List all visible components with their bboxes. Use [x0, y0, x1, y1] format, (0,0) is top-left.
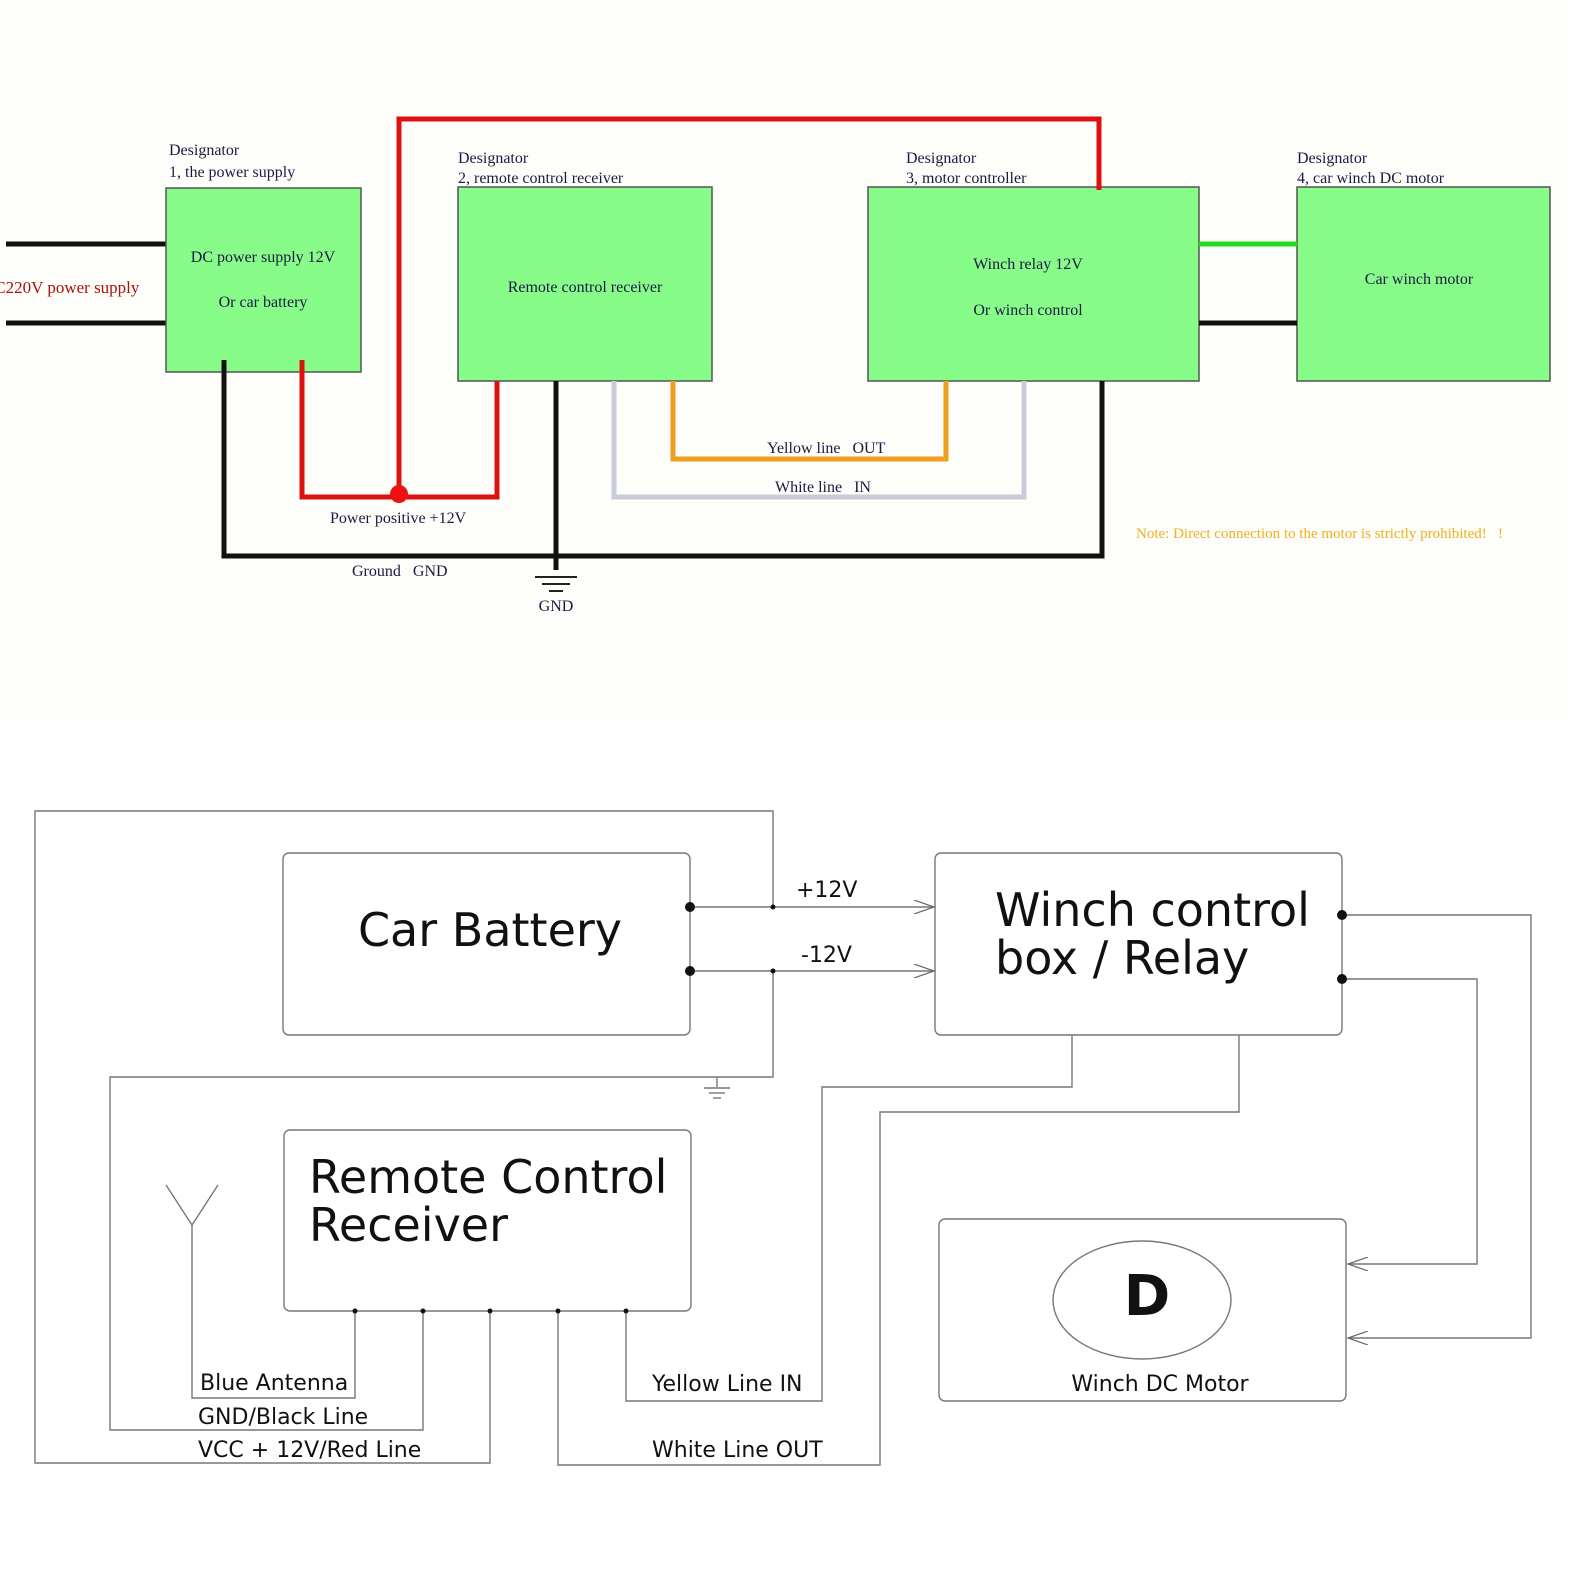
relay-output-terminal-1	[1337, 910, 1347, 920]
designator-1-line1: Designator	[169, 142, 240, 159]
winch-motor-block	[1296, 186, 1551, 382]
yellow-line-label: Yellow line OUT	[767, 440, 886, 457]
ground-symbol	[535, 576, 577, 592]
power-supply-line2: Or car battery	[219, 294, 308, 311]
power-supply-block	[165, 187, 362, 373]
motor-controller-block	[867, 186, 1200, 382]
designator-4-line2: 4, car winch DC motor	[1297, 170, 1445, 187]
power-positive-label: Power positive +12V	[330, 510, 467, 527]
white-out-label: White Line OUT	[652, 1438, 823, 1463]
yellow-in-label: Yellow Line IN	[651, 1372, 803, 1397]
ground-label: Ground GND	[352, 563, 448, 580]
controller-line1: Winch relay 12V	[973, 256, 1083, 273]
designator-3-line2: 3, motor controller	[906, 170, 1027, 187]
top-wiring-diagram: AC220V power supply Designator 1, the po…	[0, 116, 1551, 615]
designator-3-line1: Designator	[906, 150, 977, 167]
car-battery-title: Car Battery	[358, 903, 622, 957]
gnd-symbol-label: GND	[539, 598, 574, 615]
blue-antenna-label: Blue Antenna	[200, 1371, 348, 1396]
plus12-tap-dot	[770, 904, 776, 910]
minus12-label: -12V	[801, 943, 852, 968]
remote-control-receiver-box	[283, 1129, 692, 1312]
motor-label: Winch DC Motor	[1071, 1372, 1249, 1397]
yellow-line-wire	[625, 1035, 1073, 1402]
controller-line2: Or winch control	[973, 302, 1083, 319]
power-supply-line1: DC power supply 12V	[191, 249, 336, 266]
power-junction-dot	[390, 485, 408, 503]
receiver-pin-5	[623, 1308, 629, 1314]
winch-motor-box	[938, 1218, 1347, 1402]
receiver-pin-4	[555, 1308, 561, 1314]
motor-letter: D	[1124, 1264, 1170, 1329]
battery-plus-terminal	[685, 902, 695, 912]
remote-title-line1: Remote Control	[309, 1150, 667, 1204]
designator-2-line1: Designator	[458, 150, 529, 167]
remote-receiver-block	[457, 186, 713, 382]
receiver-pin-2	[420, 1308, 426, 1314]
white-line-wire	[557, 1035, 1240, 1466]
vcc-red-line	[34, 810, 774, 1464]
winch-motor-label: Car winch motor	[1365, 271, 1474, 288]
yellow-wire	[670, 381, 949, 462]
plus12-label: +12V	[796, 878, 857, 903]
car-battery-box	[282, 852, 691, 1036]
ac-supply-label: AC220V power supply	[0, 278, 140, 297]
designator-1-line2: 1, the power supply	[169, 164, 295, 181]
motor-ellipse	[1052, 1240, 1232, 1360]
gnd-black-line	[109, 971, 774, 1431]
relay-to-motor-wire-1	[1342, 914, 1532, 1338]
receiver-pin-3	[487, 1308, 493, 1314]
receiver-pin-1	[352, 1308, 358, 1314]
designator-2-line2: 2, remote control receiver	[458, 170, 624, 187]
red-wire-to-controller	[396, 116, 1102, 494]
white-wire	[611, 381, 1027, 500]
battery-minus-terminal	[685, 966, 695, 976]
antenna-arm-left	[165, 1184, 193, 1226]
black-wire-ground	[221, 360, 1105, 559]
relay-output-terminal-2	[1337, 974, 1347, 984]
winch-control-box	[934, 852, 1343, 1036]
minus12-tap-dot	[770, 968, 776, 974]
antenna-arm-right	[191, 1184, 219, 1226]
gnd-black-label: GND/Black Line	[198, 1405, 368, 1430]
white-line-label: White line IN	[775, 479, 871, 496]
designator-4-line1: Designator	[1297, 150, 1368, 167]
remote-title-line2: Receiver	[309, 1198, 508, 1252]
vcc-red-label: VCC + 12V/Red Line	[198, 1438, 421, 1463]
warning-note: Note: Direct connection to the motor is …	[1136, 526, 1503, 542]
winch-box-title-line2: box / Relay	[995, 931, 1249, 985]
antenna-line	[191, 1225, 356, 1399]
winch-box-title-line1: Winch control	[995, 883, 1310, 937]
relay-to-motor-wire-2	[1342, 978, 1478, 1264]
remote-receiver-label: Remote control receiver	[508, 279, 663, 296]
